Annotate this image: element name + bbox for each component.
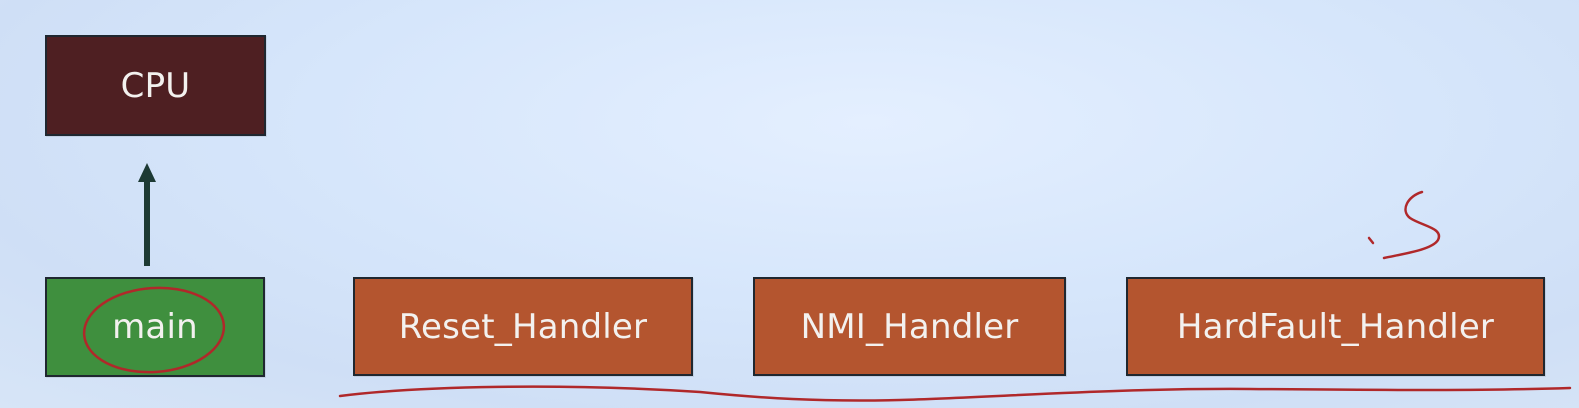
scribble-annotation (1382, 190, 1441, 260)
cpu-node: CPU (45, 35, 266, 136)
hardfault-handler-label: HardFault_Handler (1176, 306, 1495, 347)
hardfault-handler-node: HardFault_Handler (1126, 277, 1545, 376)
tick-mark-annotation (1367, 236, 1375, 245)
nmi-handler-node: NMI_Handler (753, 277, 1066, 376)
main-node: main (45, 277, 265, 377)
underline-annotation (338, 385, 1572, 402)
main-to-cpu-arrow (138, 163, 156, 266)
reset-handler-node: Reset_Handler (353, 277, 693, 376)
cpu-label: CPU (120, 65, 191, 106)
nmi-handler-label: NMI_Handler (800, 306, 1019, 347)
reset-handler-label: Reset_Handler (398, 306, 648, 347)
main-label: main (112, 307, 198, 347)
